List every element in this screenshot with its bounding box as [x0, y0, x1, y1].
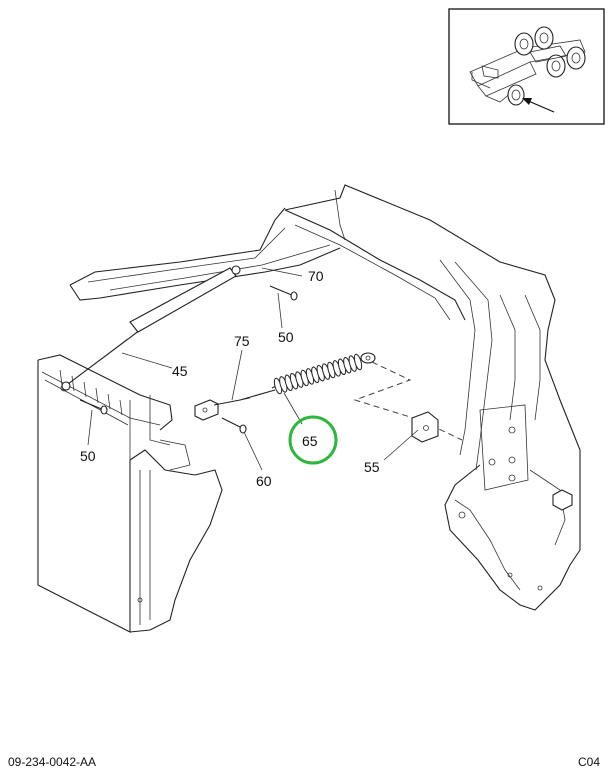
truck-chassis-icon — [469, 26, 586, 106]
radiator-assembly — [37, 354, 223, 633]
hood-strut — [61, 265, 241, 391]
cab-fender-panel — [284, 184, 581, 611]
locator-inset — [448, 8, 605, 125]
callout-50-left: 50 — [80, 448, 96, 464]
mounting-bracket — [411, 411, 439, 443]
leader-lines — [87, 267, 419, 471]
callout-labels: 70 50 45 75 65 50 55 60 — [80, 268, 380, 489]
highlight-ring — [288, 415, 338, 465]
callout-45: 45 — [172, 363, 188, 379]
phantom-line — [353, 361, 463, 441]
extension-spring — [271, 352, 376, 395]
cable — [213, 389, 276, 406]
page-code: C04 — [577, 755, 600, 769]
hood-rail — [69, 207, 466, 321]
callout-75: 75 — [234, 333, 250, 349]
callout-70: 70 — [308, 268, 324, 284]
callout-60: 60 — [256, 473, 272, 489]
spring-coil — [353, 353, 363, 371]
pin-left — [79, 399, 108, 415]
callout-50-upper: 50 — [278, 329, 294, 345]
hinge-bracket — [194, 399, 247, 434]
pin-upper — [269, 285, 298, 301]
drawing-number: 09-234-0042-AA — [8, 755, 97, 769]
callout-65: 65 — [302, 433, 318, 449]
location-arrow-icon — [522, 98, 555, 113]
callout-55: 55 — [364, 459, 380, 475]
